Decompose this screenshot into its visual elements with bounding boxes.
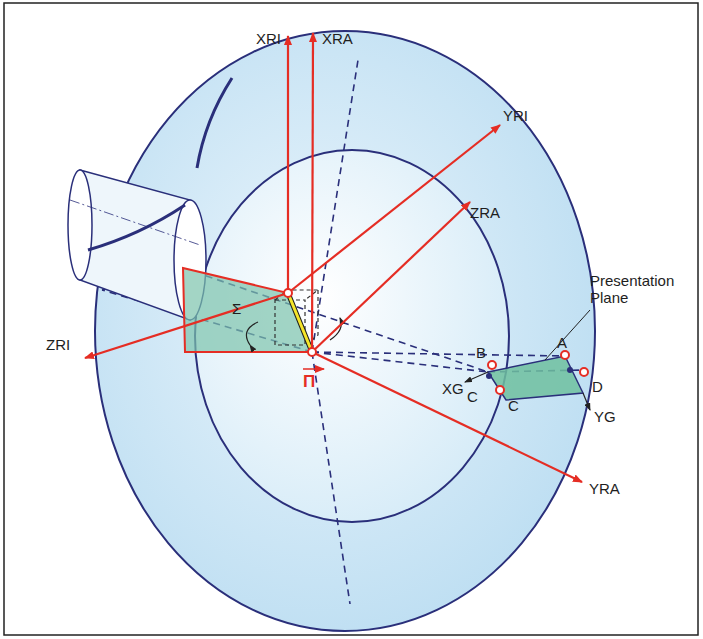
vector-symbol: Π — [303, 372, 315, 392]
axis-label: XG — [442, 380, 464, 397]
angle-symbol: Σ — [232, 300, 241, 317]
axis-label: YRA — [589, 480, 620, 497]
plane-label: Presentation Plane — [590, 272, 690, 307]
axis-label: YG — [594, 408, 616, 425]
axis-label: ZRA — [470, 204, 500, 221]
axis-label: ZRI — [46, 336, 70, 353]
axis-label: XRA — [322, 30, 353, 47]
point-label: C — [467, 388, 478, 405]
axis-label: XRI — [256, 30, 281, 47]
point-label: B — [476, 344, 486, 361]
axis-label: YRI — [503, 107, 528, 124]
point-label: C — [508, 397, 519, 414]
point-label: D — [592, 378, 603, 395]
point-label: A — [557, 334, 567, 351]
